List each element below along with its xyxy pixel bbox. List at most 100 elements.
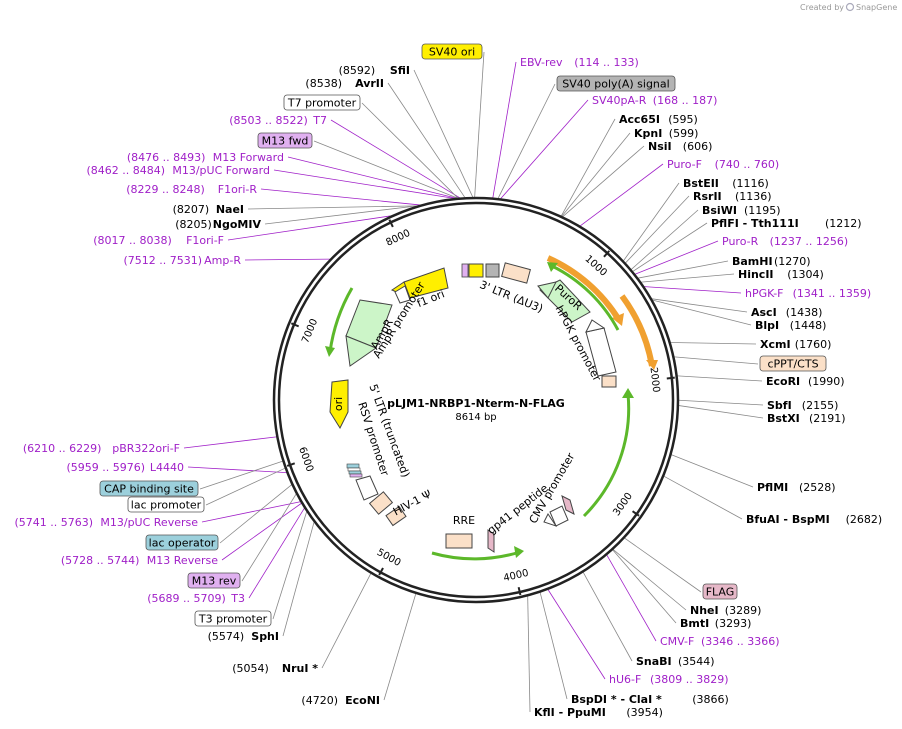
- enzyme-name: EcoRI: [766, 375, 800, 388]
- hiv-psi-feature: [385, 505, 407, 527]
- tick-mark: [290, 322, 300, 328]
- enzyme-site[interactable]: SnaBI(3544): [636, 655, 715, 668]
- tick-label: 5000: [375, 547, 403, 569]
- enzyme-site[interactable]: BmtI(3293): [680, 617, 751, 630]
- primer-site[interactable]: F1ori-R(8229 .. 8248): [126, 183, 257, 196]
- primer-name: Puro-R: [722, 235, 759, 248]
- enzyme-site[interactable]: EcoRI(1990): [766, 375, 845, 388]
- plasmid-title: pLJM1-NRBP1-Nterm-N-FLAG 8614 bp: [387, 397, 565, 423]
- puror-green-arrowhead: [547, 262, 558, 272]
- connector-lines: [183, 51, 764, 713]
- enzyme-site[interactable]: SbfI(2155): [767, 399, 838, 412]
- flag-feature: [561, 495, 575, 515]
- primer-site[interactable]: CMV-F(3346 .. 3366): [660, 635, 780, 648]
- enzyme-site[interactable]: PflMI(2528): [757, 481, 836, 494]
- connector-line: [625, 195, 690, 264]
- feature-box-label: M13 fwd: [262, 135, 309, 148]
- connector-line: [561, 132, 631, 217]
- enzyme-site[interactable]: Acc65I(595): [619, 113, 698, 126]
- primer-site[interactable]: T3(5689 .. 5709): [147, 592, 245, 605]
- connector-line: [248, 508, 305, 599]
- enzyme-site[interactable]: NruI *(5054): [232, 662, 318, 675]
- primer-name: hU6-F: [609, 673, 641, 686]
- connector-line: [582, 572, 633, 662]
- connector-line: [652, 299, 752, 326]
- tick-mark: [517, 586, 522, 596]
- enzyme-site[interactable]: NaeI(8207): [173, 203, 244, 216]
- primer-site[interactable]: Puro-R(1237 .. 1256): [722, 235, 848, 248]
- connector-line: [562, 145, 645, 217]
- feature-box[interactable]: SV40 ori: [421, 43, 483, 60]
- primer-site[interactable]: EBV-rev(114 .. 133): [520, 56, 639, 69]
- enzyme-position: (3866): [692, 693, 729, 706]
- enzyme-site[interactable]: PflFI - Tth111I(1212): [711, 217, 862, 230]
- plasmid-name: pLJM1-NRBP1-Nterm-N-FLAG: [387, 397, 565, 410]
- puror-arrowhead: [537, 281, 557, 299]
- enzyme-site[interactable]: BsiWI(1195): [702, 204, 781, 217]
- connector-line: [663, 475, 743, 520]
- enzyme-position: (5054): [232, 662, 269, 675]
- primer-site[interactable]: M13 Forward(8476 .. 8493): [127, 151, 284, 164]
- enzyme-site[interactable]: BstXI(2191): [767, 412, 846, 425]
- enzyme-site[interactable]: EcoNI(4720): [301, 694, 380, 707]
- feature-box[interactable]: M13 rev: [187, 572, 241, 589]
- connector-line: [321, 573, 372, 669]
- enzyme-position: (1212): [825, 217, 862, 230]
- primer-site[interactable]: hPGK-F(1341 .. 1359): [745, 287, 871, 300]
- lac-promoter-marker: [347, 467, 361, 472]
- connector-line: [241, 493, 297, 582]
- feature-box[interactable]: SV40 poly(A) signal: [556, 75, 676, 92]
- primer-site[interactable]: Puro-F(740 .. 760): [667, 158, 779, 171]
- primer-site[interactable]: T7(8503 .. 8522): [229, 114, 327, 127]
- feature-box-frame: [556, 75, 676, 92]
- enzyme-site[interactable]: BfuAI - BspMI(2682): [746, 513, 882, 526]
- feature-box[interactable]: lac operator: [145, 534, 219, 551]
- enzyme-name: SbfI: [767, 399, 792, 412]
- feature-box[interactable]: T3 promoter: [194, 610, 272, 627]
- enzyme-site[interactable]: BamHI(1270): [732, 255, 811, 268]
- enzyme-site[interactable]: KflI - PpuMI(3954): [534, 706, 663, 719]
- feature-box-frame: [187, 572, 241, 589]
- connector-line: [606, 554, 657, 642]
- enzyme-site[interactable]: NgoMIV(8205): [175, 218, 261, 231]
- enzyme-site[interactable]: SphI(5574): [208, 630, 279, 643]
- feature-label: HIV-1 Ψ: [391, 487, 434, 518]
- enzyme-site[interactable]: RsrII(1136): [693, 190, 772, 203]
- feature-box[interactable]: T7 promoter: [283, 94, 361, 111]
- primer-site[interactable]: F1ori-F(8017 .. 8038): [93, 234, 224, 247]
- feature-box[interactable]: CAP binding site: [99, 480, 199, 497]
- primer-site[interactable]: M13/pUC Forward(8462 .. 8484): [86, 164, 270, 177]
- enzyme-site[interactable]: SfiI(8592): [339, 64, 410, 77]
- primer-range: (168 .. 187): [653, 94, 718, 107]
- enzyme-site[interactable]: KpnI(599): [634, 127, 698, 140]
- primer-range: (8476 .. 8493): [127, 151, 206, 164]
- primer-site[interactable]: L4440(5959 .. 5976): [66, 461, 184, 474]
- enzyme-site[interactable]: NsiI(606): [648, 140, 712, 153]
- feature-box[interactable]: lac promoter: [127, 496, 205, 513]
- snapgene-credit: Created by SnapGene: [800, 2, 897, 12]
- enzyme-site[interactable]: BspDI * - ClaI *(3866): [571, 693, 729, 706]
- enzyme-site[interactable]: XcmI(1760): [760, 338, 831, 351]
- feature-box[interactable]: M13 fwd: [257, 132, 313, 149]
- feature-box[interactable]: FLAG: [702, 583, 738, 600]
- enzyme-site[interactable]: BlpI(1448): [755, 319, 826, 332]
- enzyme-site[interactable]: AscI(1438): [751, 306, 822, 319]
- enzyme-site[interactable]: AvrII(8538): [305, 77, 384, 90]
- connector-line: [671, 454, 754, 488]
- primer-site[interactable]: Amp-R(7512 .. 7531): [123, 254, 241, 267]
- primer-name: T7: [312, 114, 327, 127]
- feature-box[interactable]: cPPT/CTS: [759, 355, 827, 372]
- primer-site[interactable]: M13/pUC Reverse(5741 .. 5763): [14, 516, 198, 529]
- enzyme-site[interactable]: NheI(3289): [690, 604, 761, 617]
- connector-line: [561, 118, 616, 217]
- connector-line: [631, 209, 699, 270]
- enzyme-position: (8538): [305, 77, 342, 90]
- primer-site[interactable]: hU6-F(3809 .. 3829): [609, 673, 729, 686]
- primer-site[interactable]: pBR322ori-F(6210 .. 6229): [23, 442, 180, 455]
- feature-box-frame: [257, 132, 313, 149]
- primer-site[interactable]: SV40pA-R(168 .. 187): [592, 94, 717, 107]
- m13-fwd-marker: [461, 263, 469, 278]
- enzyme-site[interactable]: BstEII(1116): [683, 177, 769, 190]
- primer-site[interactable]: M13 Reverse(5728 .. 5744): [61, 554, 218, 567]
- enzyme-site[interactable]: HincII(1304): [738, 268, 824, 281]
